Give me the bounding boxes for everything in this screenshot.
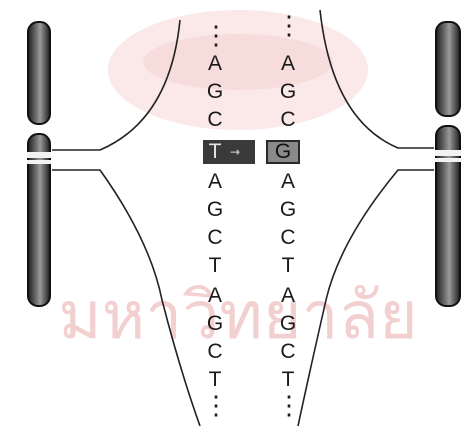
left-zoom-curve-bottom [52,170,200,426]
left-chromosome-band-2 [27,160,51,164]
right-chromosome [435,22,461,306]
left-base-1: A [203,52,227,76]
left-base-10: G [203,312,227,336]
left-base-9: A [203,284,227,308]
right-chromosome-band-2 [435,158,461,162]
left-base-7: C [203,226,227,250]
right-base-4-mutated: G [271,140,295,164]
right-base-8: T [276,254,300,278]
right-zoom-curve-top [320,10,434,148]
right-zoom-curve-bottom [298,170,434,426]
mutation-arrow-icon: → [230,140,240,164]
right-chromosome-upper-arm [436,22,460,116]
right-base-7: C [276,226,300,250]
left-chromosome-lower-arm [28,134,50,306]
left-base-5: A [203,170,227,194]
left-base-4-mutated: T [203,140,227,164]
right-base-2: G [276,80,300,104]
right-base-5: A [276,170,300,194]
right-base-12: T [276,368,300,392]
right-base-3: C [276,108,300,132]
left-chromosome-upper-arm [28,22,50,124]
left-zoom-curve-top [52,20,180,150]
right-strand-top-dots: ⋮ [276,12,300,38]
left-strand-top-dots: ⋮ [203,22,227,48]
right-base-11: C [276,340,300,364]
left-base-11: C [203,340,227,364]
left-base-8: T [203,254,227,278]
left-base-12: T [203,368,227,392]
left-base-6: G [203,198,227,222]
left-base-2: G [203,80,227,104]
left-chromosome-band [27,152,51,158]
left-base-3: C [203,108,227,132]
right-base-10: G [276,312,300,336]
left-chromosome [27,22,51,306]
right-base-1: A [276,52,300,76]
right-chromosome-band [435,150,461,156]
right-strand-bottom-dots: ⋮ [276,392,300,418]
right-base-6: G [276,198,300,222]
left-strand-bottom-dots: ⋮ [203,392,227,418]
right-base-9: A [276,284,300,308]
